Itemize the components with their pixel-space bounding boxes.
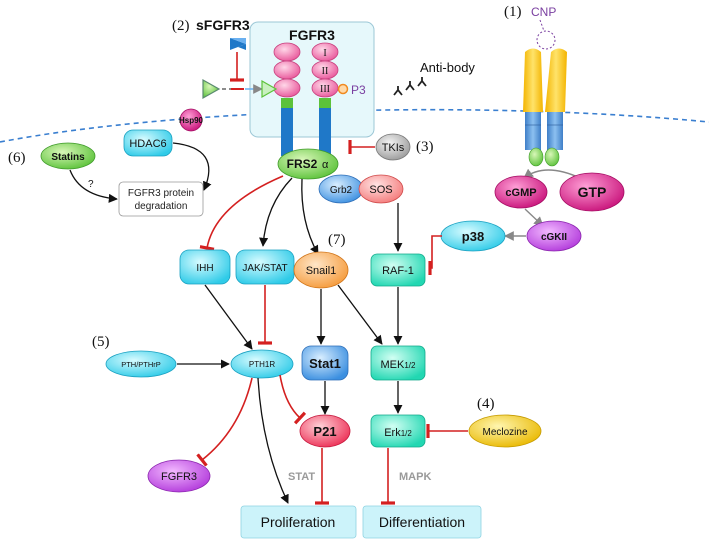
hdac6-to-degradation-arrow bbox=[172, 142, 212, 191]
bound-ligand-icon bbox=[261, 79, 278, 99]
stat-pathway-label: STAT bbox=[288, 471, 315, 483]
pth1r-inhibits-p21 bbox=[279, 374, 307, 425]
meclozine-node bbox=[468, 414, 542, 448]
gtp-to-cgmp-arrow bbox=[523, 168, 581, 179]
fgfr3-bottom-node bbox=[147, 459, 211, 493]
ihh-to-pth1r bbox=[204, 284, 253, 350]
p38-label: p38 bbox=[462, 229, 484, 244]
fgfr3-bottom-label: FGFR3 bbox=[161, 471, 197, 483]
degradation-line1: FGFR3 protein bbox=[128, 188, 194, 199]
ihh-label: IHH bbox=[196, 263, 213, 274]
pth1r-node bbox=[230, 349, 294, 379]
ig-domain-3-label: III bbox=[320, 84, 330, 95]
degradation-box bbox=[118, 181, 204, 217]
frs2-to-snail1 bbox=[301, 178, 319, 255]
sos-label: SOS bbox=[369, 184, 392, 196]
snail1-label: Snail1 bbox=[306, 265, 337, 277]
gtp-label: GTP bbox=[578, 184, 607, 200]
fgfr3-title: FGFR3 bbox=[289, 27, 335, 43]
question-mark: ? bbox=[88, 179, 94, 190]
tkis-label: TKIs bbox=[382, 142, 405, 154]
cgkii-label: cGKII bbox=[541, 232, 567, 243]
jakstat-label: JAK/STAT bbox=[242, 263, 287, 274]
frs2-label: FRS2 bbox=[287, 157, 318, 171]
cnp-label: CNP bbox=[531, 5, 556, 19]
gtp-node bbox=[559, 172, 625, 212]
grb2-label: Grb2 bbox=[330, 185, 353, 196]
erk-node bbox=[370, 414, 426, 448]
fgfr3-right-chain bbox=[311, 42, 339, 156]
pthrp-label: PTH/PTHrP bbox=[121, 360, 161, 369]
p3-label: P3 bbox=[351, 83, 366, 97]
statins-node bbox=[40, 142, 96, 170]
cgmp-label: cGMP bbox=[505, 187, 536, 199]
frs2-alpha-label: α bbox=[322, 159, 329, 171]
p3-peptide-icon bbox=[337, 83, 349, 95]
differentiation-box bbox=[362, 505, 482, 539]
ig-domain-2-label: II bbox=[322, 66, 329, 77]
proliferation-label: Proliferation bbox=[261, 514, 336, 530]
label-3: (3) bbox=[416, 139, 434, 155]
label-1: (1) bbox=[504, 4, 522, 20]
p21-label: P21 bbox=[313, 424, 336, 439]
mapk-pathway-label: MAPK bbox=[399, 471, 431, 483]
pthrp-node bbox=[105, 350, 177, 378]
label-2: (2) bbox=[172, 18, 190, 34]
antibody-icon bbox=[393, 77, 427, 96]
raf1-label: RAF-1 bbox=[382, 265, 414, 277]
pth1r-to-proliferation bbox=[257, 377, 289, 504]
degradation-line2: degradation bbox=[135, 201, 188, 212]
ig-domain-1-label: I bbox=[323, 48, 326, 59]
antibody-label: Anti-body bbox=[420, 60, 475, 75]
label-4: (4) bbox=[477, 396, 495, 412]
cgmp-node bbox=[494, 175, 548, 209]
hdac6-node bbox=[123, 129, 173, 157]
tkis-node bbox=[375, 133, 411, 161]
fgfr3-left-chain bbox=[273, 42, 301, 156]
hdac6-label: HDAC6 bbox=[129, 138, 166, 150]
sos-node bbox=[358, 174, 404, 204]
raf1-node bbox=[370, 253, 426, 287]
meclozine-label: Meclozine bbox=[482, 427, 527, 438]
cnp-ligand-icon bbox=[536, 30, 556, 50]
npr-b-receptor bbox=[523, 48, 567, 167]
ligand-triangle-icon bbox=[202, 78, 221, 100]
p21-node bbox=[299, 414, 351, 448]
frs2-to-jakstat bbox=[259, 177, 293, 247]
p38-inhibits-raf1 bbox=[428, 235, 442, 276]
stat1-label: Stat1 bbox=[309, 356, 341, 371]
label-7: (7) bbox=[328, 232, 346, 248]
sfgfr3-decoy-icon bbox=[230, 38, 246, 50]
frs2-inhibits-ihh bbox=[199, 175, 284, 251]
mek-node bbox=[370, 345, 426, 381]
stat1-node bbox=[301, 345, 349, 381]
label-6: (6) bbox=[8, 150, 26, 166]
cgkii-node bbox=[526, 220, 582, 252]
snail1-to-mek bbox=[337, 284, 383, 345]
statins-to-degradation-arrow bbox=[69, 169, 118, 203]
ihh-node bbox=[179, 249, 231, 285]
frs2-node bbox=[277, 148, 339, 180]
pth1r-label: PTH1R bbox=[249, 360, 275, 369]
differentiation-label: Differentiation bbox=[379, 514, 465, 530]
sfgfr3-label: sFGFR3 bbox=[196, 17, 250, 33]
erk-label: Erk1/2 bbox=[384, 427, 412, 439]
statins-label: Statins bbox=[51, 152, 85, 163]
hsp90-label: Hsp90 bbox=[179, 116, 204, 125]
snail1-node bbox=[293, 251, 349, 289]
pth1r-inhibits-fgfr3 bbox=[196, 377, 253, 467]
mek-label: MEK1/2 bbox=[381, 359, 417, 371]
label-5: (5) bbox=[92, 334, 110, 350]
proliferation-box bbox=[240, 505, 357, 539]
hsp90-node bbox=[179, 108, 203, 132]
